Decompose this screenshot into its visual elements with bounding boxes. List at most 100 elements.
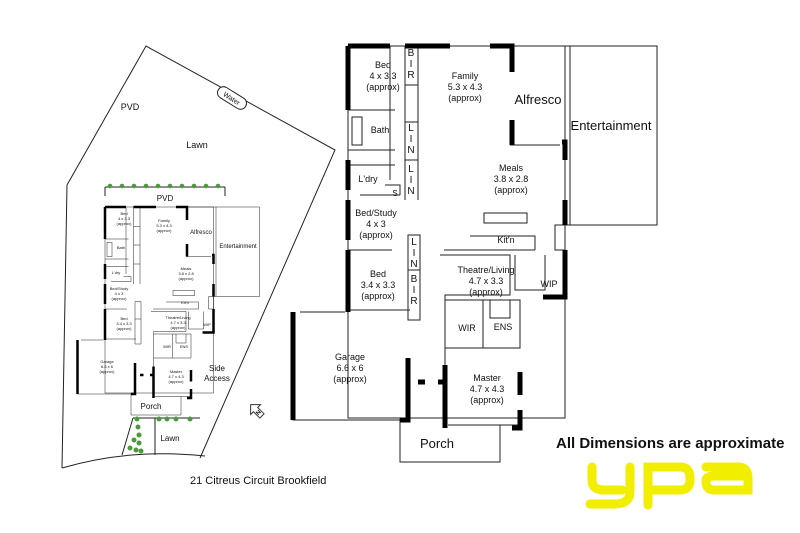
svg-text:Garage: Garage (100, 359, 114, 364)
svg-text:6.6 x 6: 6.6 x 6 (101, 364, 114, 369)
svg-text:(approx): (approx) (179, 276, 195, 281)
svg-text:(approx): (approx) (333, 374, 367, 384)
lawn-label-2: Lawn (160, 434, 179, 443)
svg-text:(approx): (approx) (112, 296, 128, 301)
site-boundary-left (61, 184, 68, 469)
room-wip: WIP (541, 279, 558, 289)
svg-text:N: N (407, 186, 414, 197)
svg-text:Theatre/Living: Theatre/Living (165, 315, 190, 320)
svg-text:(approx): (approx) (157, 228, 173, 233)
svg-text:I: I (410, 134, 413, 145)
svg-text:Family: Family (158, 218, 170, 223)
sink-label: S (392, 189, 397, 198)
svg-text:(approx): (approx) (448, 93, 482, 103)
svg-text:R: R (410, 296, 417, 307)
svg-text:3.8 x 2.8: 3.8 x 2.8 (178, 271, 194, 276)
svg-text:Bed/Study: Bed/Study (110, 286, 128, 291)
svg-text:B: B (411, 274, 418, 285)
svg-text:Master: Master (170, 369, 183, 374)
address-label: 21 Citreus Circuit Brookfield (190, 475, 326, 487)
svg-text:WIR: WIR (163, 344, 171, 349)
svg-text:Meals: Meals (499, 163, 524, 173)
svg-text:Bed/Study: Bed/Study (355, 208, 397, 218)
svg-text:5.3 x 4.3: 5.3 x 4.3 (448, 82, 483, 92)
room-porch: Porch (420, 436, 454, 451)
disclaimer-text: All Dimensions are approximate (556, 435, 784, 452)
svg-text:(approx): (approx) (100, 369, 116, 374)
svg-text:4 x 3: 4 x 3 (115, 291, 124, 296)
svg-text:4 x 3: 4 x 3 (366, 219, 386, 229)
svg-text:B: B (408, 48, 415, 59)
svg-text:Bed: Bed (120, 211, 127, 216)
svg-text:(approx): (approx) (469, 287, 503, 297)
svg-text:ENS: ENS (180, 344, 189, 349)
svg-text:L: L (411, 237, 417, 248)
room-bath: Bath (371, 125, 390, 135)
svg-text:(approx): (approx) (494, 185, 528, 195)
svg-text:Alfresco: Alfresco (190, 230, 212, 236)
side-access-label-2: Access (204, 374, 230, 383)
svg-text:R: R (407, 70, 414, 81)
svg-text:5.3 x 4.3: 5.3 x 4.3 (156, 223, 172, 228)
svg-text:L: L (408, 123, 414, 134)
svg-text:WIP: WIP (203, 322, 211, 327)
side-access-label: Side (209, 364, 226, 373)
hedge-row (107, 183, 221, 189)
svg-text:N: N (410, 259, 417, 270)
svg-text:(approx): (approx) (171, 325, 187, 330)
svg-text:4 x 3.3: 4 x 3.3 (369, 71, 396, 81)
svg-text:Theatre/Living: Theatre/Living (457, 265, 514, 275)
svg-text:(approx): (approx) (359, 230, 393, 240)
svg-text:(approx): (approx) (169, 379, 185, 384)
storage-labels: BIR LIN LIN LIN BIR (407, 48, 417, 307)
svg-text:Bed: Bed (120, 316, 127, 321)
svg-text:Garage: Garage (335, 352, 365, 362)
svg-text:I: I (410, 59, 413, 70)
svg-text:4.7 x 4.3: 4.7 x 4.3 (168, 374, 184, 379)
svg-text:(approx): (approx) (117, 221, 133, 226)
site-boundary-front (61, 453, 206, 469)
ypa-logo (585, 462, 753, 510)
svg-text:(approx): (approx) (117, 326, 133, 331)
svg-text:3.8 x 2.8: 3.8 x 2.8 (494, 174, 529, 184)
svg-text:I: I (410, 175, 413, 186)
svg-text:N: N (255, 409, 262, 416)
svg-text:Bed: Bed (375, 60, 391, 70)
svg-text:3.4 x 3.3: 3.4 x 3.3 (116, 321, 132, 326)
svg-text:Master: Master (473, 373, 501, 383)
svg-text:(approx): (approx) (361, 291, 395, 301)
svg-text:Meals: Meals (181, 266, 192, 271)
svg-text:6.6 x 6: 6.6 x 6 (336, 363, 363, 373)
room-kitchen: Kit'n (497, 235, 514, 245)
pvd-label-2: PVD (157, 194, 174, 203)
north-arrow-icon: N (250, 404, 265, 419)
pvd-label: PVD (121, 102, 140, 112)
water-tank: Water (217, 86, 247, 110)
svg-text:4.7 x 4.3: 4.7 x 4.3 (470, 384, 505, 394)
room-alfresco: Alfresco (515, 92, 562, 107)
svg-text:(approx): (approx) (470, 395, 504, 405)
svg-text:N: N (407, 145, 414, 156)
room-ensuite: ENS (494, 322, 513, 332)
svg-text:Bed: Bed (370, 269, 386, 279)
svg-text:3.4 x 3.3: 3.4 x 3.3 (361, 280, 396, 290)
svg-text:4.7 x 3.3: 4.7 x 3.3 (170, 320, 186, 325)
svg-text:Kit'n: Kit'n (181, 300, 189, 305)
lawn-label: Lawn (186, 140, 208, 150)
svg-text:Entertainment: Entertainment (219, 244, 257, 250)
room-laundry: L'dry (358, 174, 378, 184)
svg-text:I: I (413, 248, 416, 259)
svg-text:L: L (408, 164, 414, 175)
svg-text:4 x 3.3: 4 x 3.3 (118, 216, 131, 221)
